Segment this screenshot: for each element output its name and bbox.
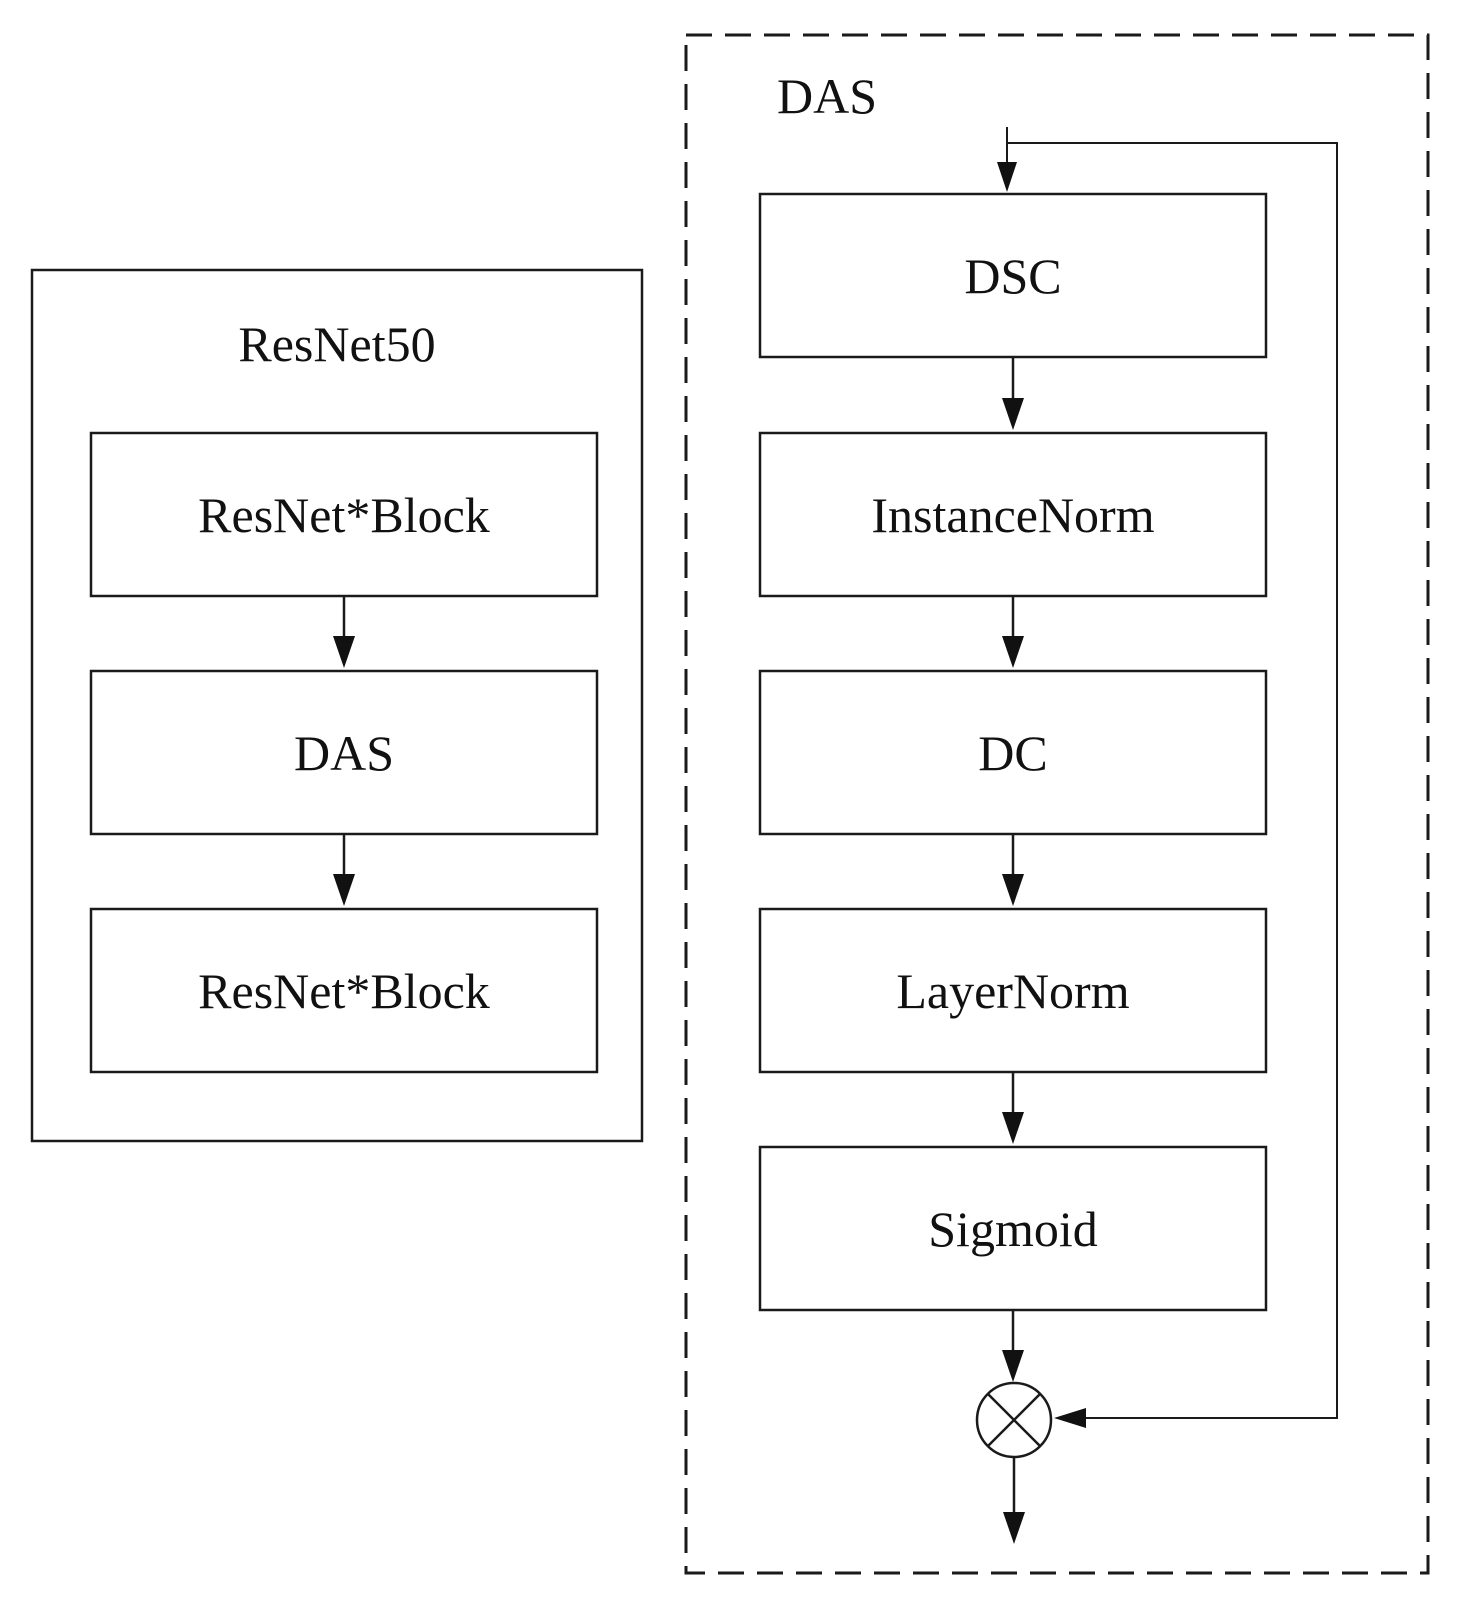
das-sigmoid-block: Sigmoid	[758, 1145, 1268, 1312]
resnet-arrow-2	[333, 834, 355, 906]
resnet50-panel: ResNet50 ResNet*Block DAS ResNet*Block	[30, 268, 644, 1143]
das-dc-label: DC	[978, 725, 1047, 781]
resnet-arrow-1	[333, 596, 355, 668]
das-panel-title: DAS	[777, 68, 877, 124]
das-input-and-skip-connection	[997, 127, 1338, 1428]
resnet50-panel-title: ResNet50	[238, 316, 435, 372]
resnet-block-bottom: ResNet*Block	[89, 907, 599, 1074]
das-arrow-2	[1002, 596, 1024, 668]
das-arrow-3	[1002, 834, 1024, 906]
das-panel: DAS DSC InstanceNorm DC	[684, 33, 1430, 1575]
das-instancenorm-label: InstanceNorm	[871, 487, 1154, 543]
das-layernorm-block: LayerNorm	[758, 907, 1268, 1074]
das-instancenorm-block: InstanceNorm	[758, 431, 1268, 598]
das-dsc-block: DSC	[758, 192, 1268, 359]
resnet50-panel-border	[30, 268, 644, 1143]
das-sigmoid-label: Sigmoid	[928, 1201, 1097, 1257]
multiply-circle-icon	[975, 1381, 1053, 1459]
das-dc-block: DC	[758, 669, 1268, 836]
resnet-block-top: ResNet*Block	[89, 431, 599, 598]
resnet-block-top-label: ResNet*Block	[198, 487, 490, 543]
das-output-arrow	[1003, 1457, 1025, 1544]
das-arrow-5	[1002, 1310, 1024, 1382]
das-panel-border	[684, 33, 1430, 1575]
das-arrow-4	[1002, 1072, 1024, 1144]
resnet-das-block-label: DAS	[294, 725, 394, 781]
resnet-block-bottom-label: ResNet*Block	[198, 963, 490, 1019]
das-dsc-label: DSC	[964, 248, 1061, 304]
das-layernorm-label: LayerNorm	[896, 963, 1129, 1019]
das-arrow-1	[1002, 357, 1024, 430]
resnet-das-block: DAS	[89, 669, 599, 836]
